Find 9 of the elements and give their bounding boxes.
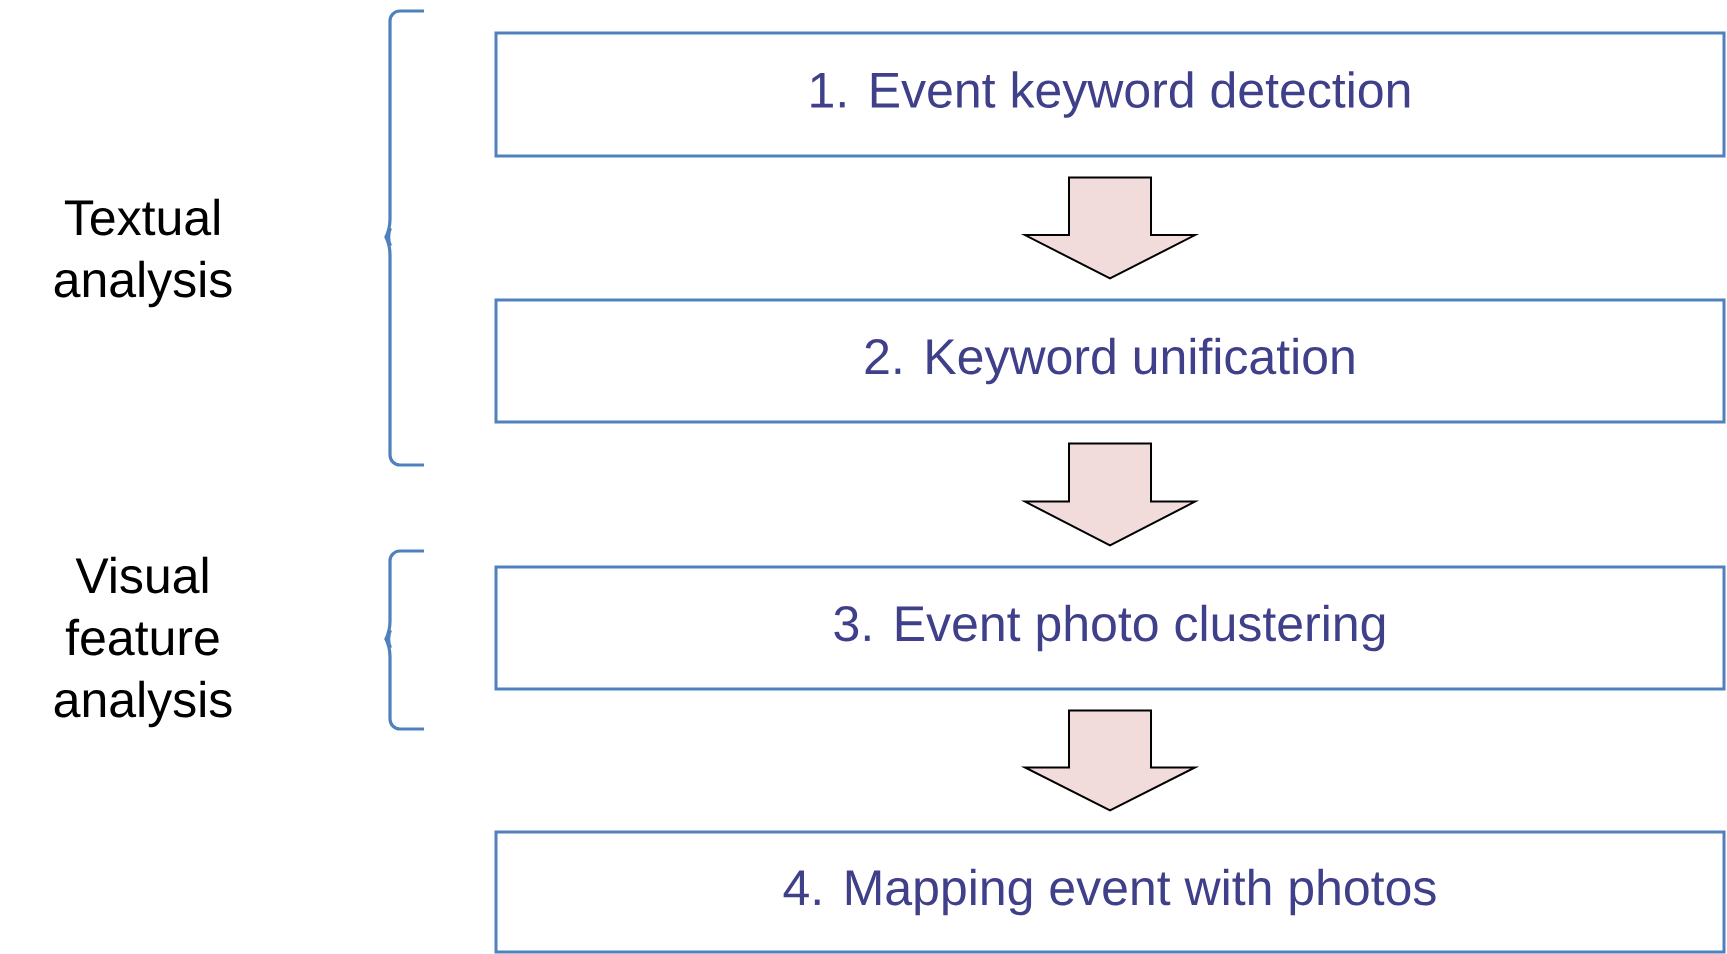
block-arrow bbox=[1020, 176, 1200, 280]
process-box: 3. Event photo clustering bbox=[494, 565, 1726, 691]
process-box: 4. Mapping event with photos bbox=[494, 830, 1726, 954]
block-arrow bbox=[1020, 709, 1200, 812]
side-label: Visual feature analysis bbox=[54, 556, 232, 728]
process-box: 2. Keyword unification bbox=[494, 298, 1726, 424]
side-label: Textual analysis bbox=[54, 198, 232, 308]
block-arrow bbox=[1020, 442, 1200, 547]
process-box: 1. Event keyword detection bbox=[494, 31, 1726, 158]
